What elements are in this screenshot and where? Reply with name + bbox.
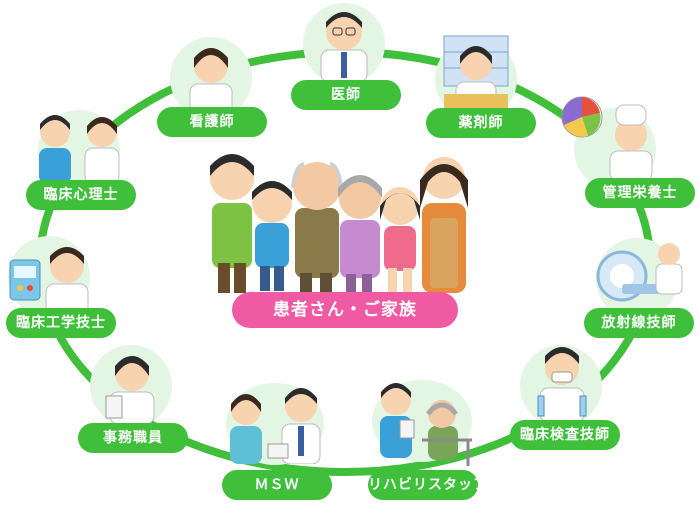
psychologist-label: 臨床心理士: [26, 180, 136, 210]
family-illustration: [210, 154, 468, 294]
doctor-label: 医師: [291, 80, 401, 110]
rehab-icon: [380, 383, 472, 466]
msw-icon: [230, 388, 321, 464]
clerk-label: 事務職員: [78, 423, 188, 453]
pharmacist-label: 薬剤師: [426, 108, 536, 138]
nurse-icon: [189, 48, 233, 114]
father-figure: [210, 154, 254, 293]
radiology-label: 放射線技師: [584, 308, 694, 338]
patient-family-label: 患者さん・ご家族: [232, 292, 458, 328]
lab-label: 臨床検査技師: [510, 420, 620, 450]
lab-technologist-icon: [537, 347, 587, 422]
clerk-icon: [105, 356, 155, 424]
nurse-label: 看護師: [157, 107, 267, 137]
dietitian-label: 管理栄養士: [585, 178, 695, 208]
clinical-engineer-icon: [9, 247, 89, 314]
clinical-engineer-label: 臨床工学技士: [6, 308, 116, 338]
mother-figure: [420, 157, 468, 293]
boy-figure: [252, 181, 292, 291]
doctor-icon: [320, 12, 368, 82]
msw-label: ＭＳＷ: [222, 470, 332, 500]
radiology-icon: [596, 243, 683, 302]
grandmother-figure: [338, 175, 382, 294]
rehab-label: リハビリスタッフ: [368, 470, 487, 500]
pharmacist-icon: [443, 35, 509, 109]
grandfather-figure: [291, 162, 343, 293]
dietitian-icon: [561, 96, 653, 181]
psychologist-icon: [39, 115, 120, 185]
girl-figure: [380, 187, 420, 293]
